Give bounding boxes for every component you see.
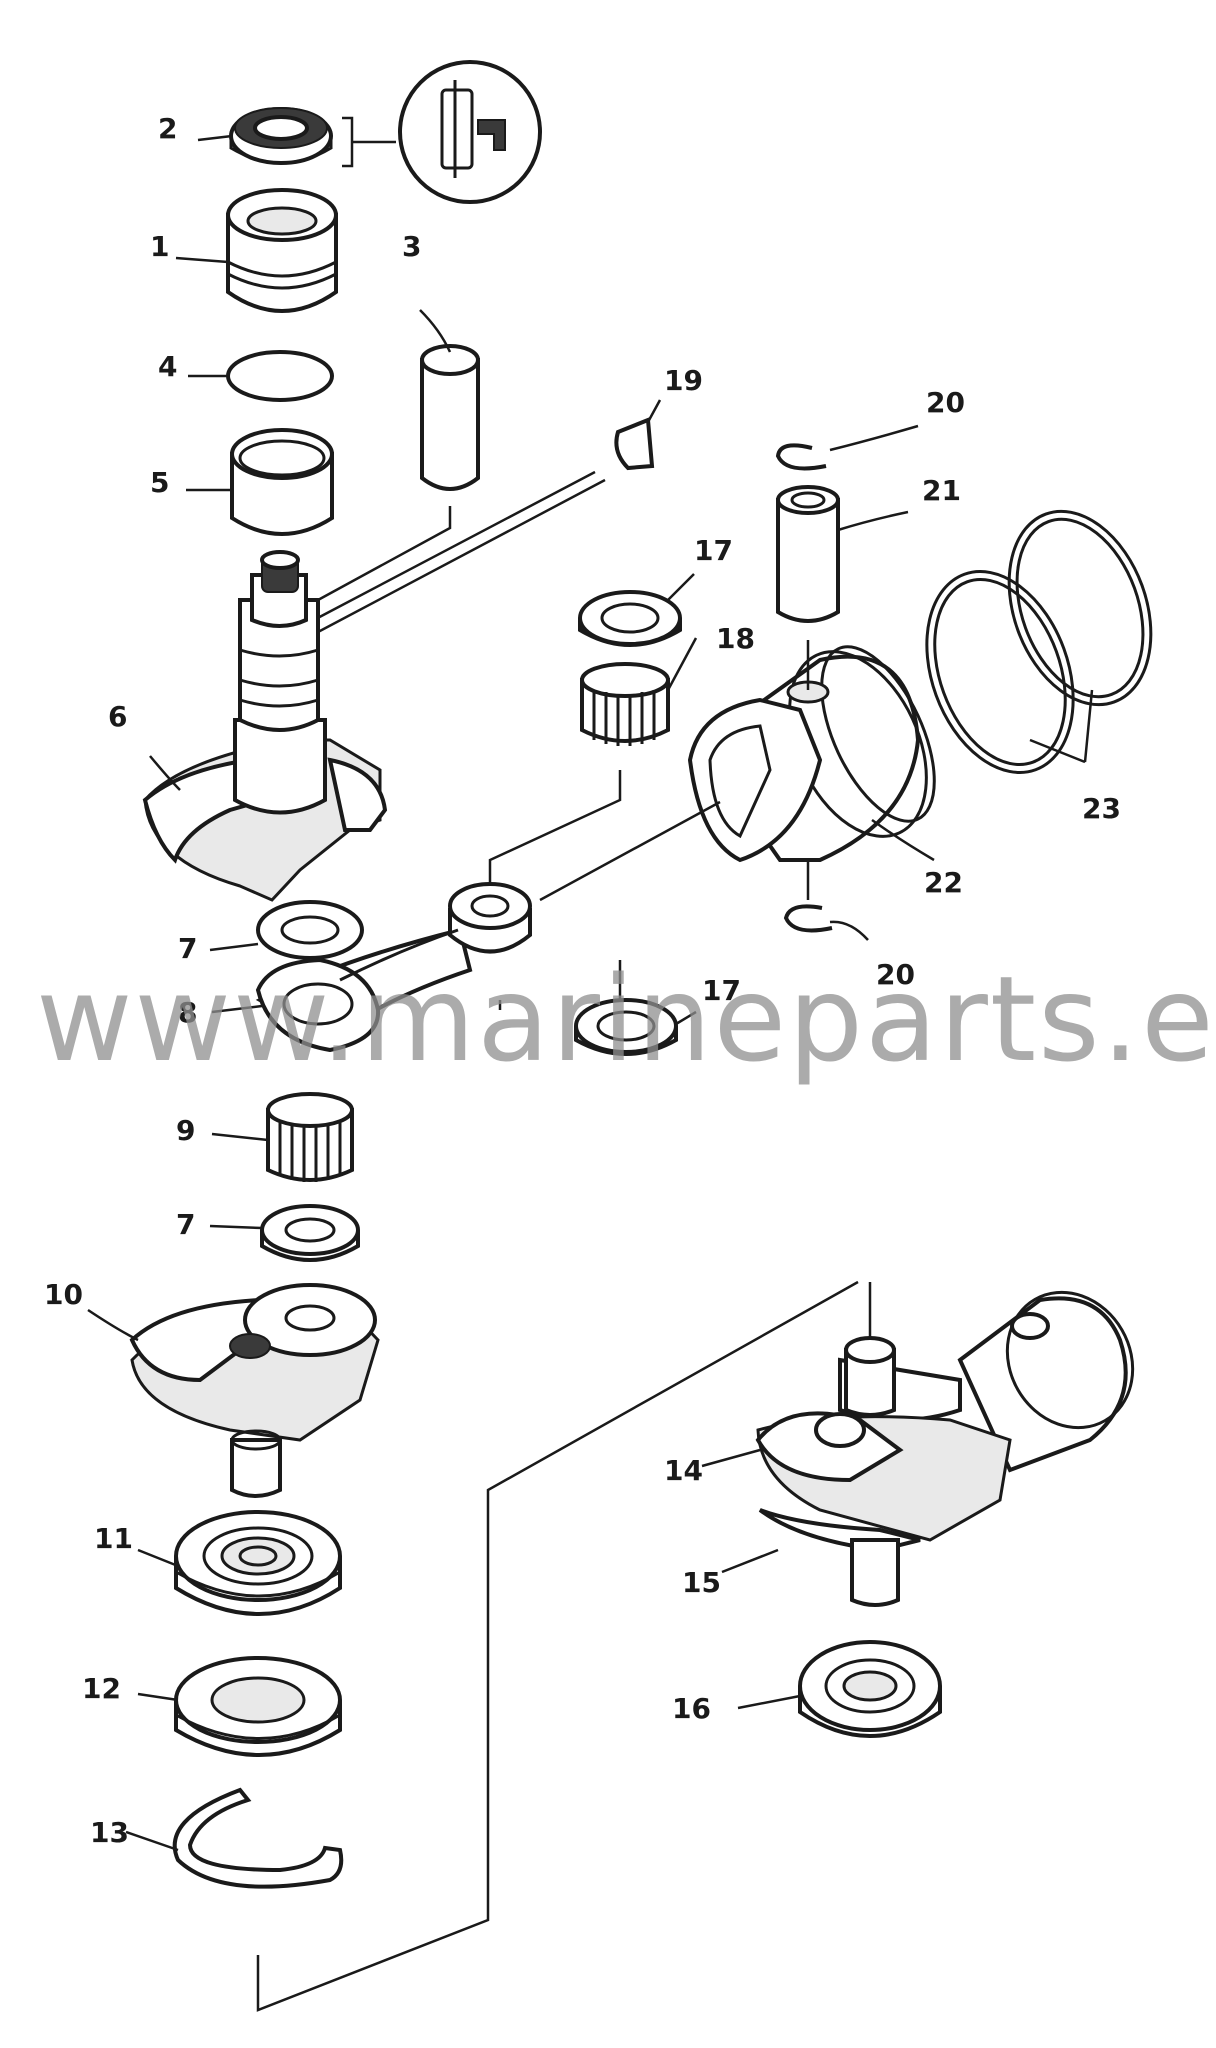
part-17-washer-upper xyxy=(578,590,682,647)
part-10-lower-crank-web xyxy=(129,1283,380,1498)
label-1: 1 xyxy=(150,230,169,263)
seal-detail-callout xyxy=(342,60,542,204)
part-18-needle-bearing-upper xyxy=(580,662,670,746)
label-20-lower: 20 xyxy=(876,958,915,991)
part-19-woodruff-key xyxy=(614,417,655,471)
part-23-piston-rings xyxy=(925,509,1153,774)
part-7-thrust-washer-lower xyxy=(260,1204,360,1262)
label-2: 2 xyxy=(158,112,177,145)
label-7-upper: 7 xyxy=(178,932,197,965)
part-5-sleeve xyxy=(230,428,334,536)
label-16: 16 xyxy=(672,1692,711,1725)
part-3-dowel-pin xyxy=(420,344,480,491)
label-19: 19 xyxy=(664,364,703,397)
label-13: 13 xyxy=(90,1816,129,1849)
label-11: 11 xyxy=(94,1522,133,1555)
label-22: 22 xyxy=(924,866,963,899)
part-13-snap-ring xyxy=(172,1787,344,1889)
label-20-upper: 20 xyxy=(926,386,965,419)
label-12: 12 xyxy=(82,1672,121,1705)
assembly-bracket-line xyxy=(256,1280,859,2012)
bearing-alignment-leader xyxy=(488,770,622,885)
part-4-o-ring xyxy=(226,350,334,402)
part-number-labels: 1 2 3 4 5 6 7 8 9 7 10 11 12 13 14 15 16… xyxy=(44,112,1121,1849)
label-17-lower: 17 xyxy=(702,974,741,1007)
label-4: 4 xyxy=(158,350,177,383)
part-16-ball-bearing xyxy=(798,1640,942,1738)
label-leaders xyxy=(87,134,1094,1852)
label-8: 8 xyxy=(178,996,197,1029)
part-20-circlip-upper xyxy=(775,443,827,471)
label-5: 5 xyxy=(150,466,169,499)
label-15: 15 xyxy=(682,1566,721,1599)
pin-leader xyxy=(317,506,452,602)
label-9: 9 xyxy=(176,1114,195,1147)
label-23: 23 xyxy=(1082,792,1121,825)
part-11-ball-bearing xyxy=(174,1510,342,1616)
watermark-text: www.marineparts.eu xyxy=(36,950,1216,1088)
label-17-upper: 17 xyxy=(694,534,733,567)
part-7-thrust-washer-upper xyxy=(256,900,364,960)
label-6: 6 xyxy=(108,700,127,733)
part-21-piston-pin xyxy=(776,485,840,623)
label-14: 14 xyxy=(664,1454,703,1487)
part-12-seal xyxy=(174,1656,342,1757)
label-18: 18 xyxy=(716,622,755,655)
assembled-piston-rod-view xyxy=(755,1290,1135,1607)
key-leader xyxy=(308,470,606,634)
label-21: 21 xyxy=(922,474,961,507)
part-2-oil-seal xyxy=(229,107,333,165)
piston-rod-leader xyxy=(539,800,721,902)
part-17-washer-lower xyxy=(574,998,678,1056)
washer-lower-leader xyxy=(498,960,622,1010)
part-1-bearing-housing xyxy=(226,188,338,313)
part-8-connecting-rod xyxy=(255,882,532,1053)
label-7-lower: 7 xyxy=(176,1208,195,1241)
part-6-upper-crankshaft xyxy=(142,550,388,902)
part-9-needle-bearing-lower xyxy=(266,1092,354,1182)
part-22-piston xyxy=(687,645,936,863)
label-10: 10 xyxy=(44,1278,83,1311)
part-20-circlip-lower xyxy=(783,904,833,933)
label-3: 3 xyxy=(402,230,421,263)
